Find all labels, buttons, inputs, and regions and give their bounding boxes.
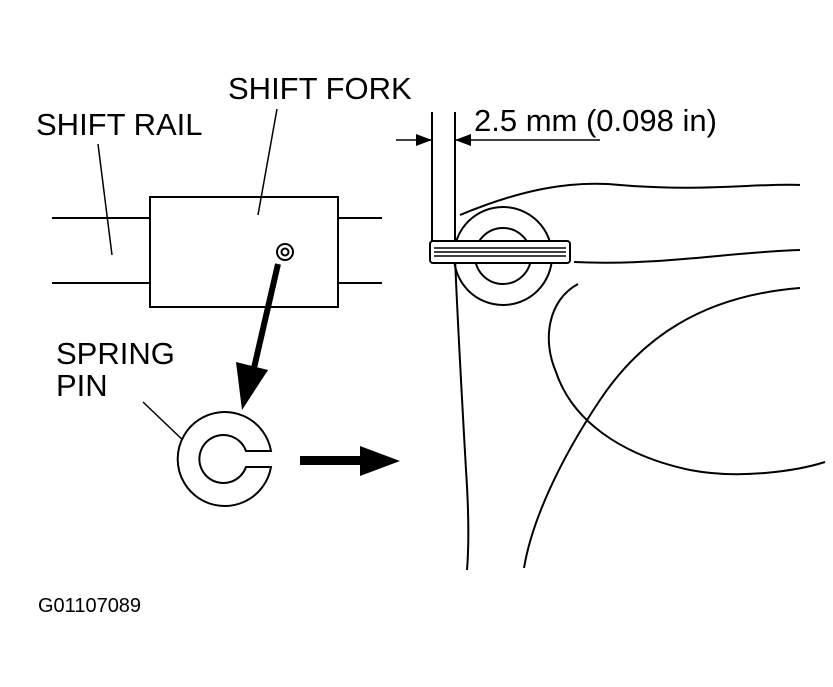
leader-lines — [97, 108, 278, 446]
fork-housing — [454, 182, 826, 571]
shift-rail-label: SHIFT RAIL — [36, 107, 203, 142]
figure-code: G01107089 — [38, 595, 142, 617]
spring-pin-label-line1: SPRING — [56, 336, 175, 371]
shift-fork-body — [149, 196, 339, 308]
shift-fork-label: SHIFT FORK — [228, 71, 412, 106]
spring-pin-hole — [276, 243, 294, 261]
shift-rail — [52, 217, 382, 284]
pointer-arrow — [236, 263, 281, 410]
spring-pin-installed — [429, 240, 571, 264]
direction-arrow — [300, 446, 400, 476]
dimension-label: 2.5 mm (0.098 in) — [474, 103, 717, 138]
dimension-marker — [396, 112, 600, 258]
spring-pin-enlarged — [176, 411, 273, 507]
spring-pin-label-line2: PIN — [56, 368, 108, 403]
